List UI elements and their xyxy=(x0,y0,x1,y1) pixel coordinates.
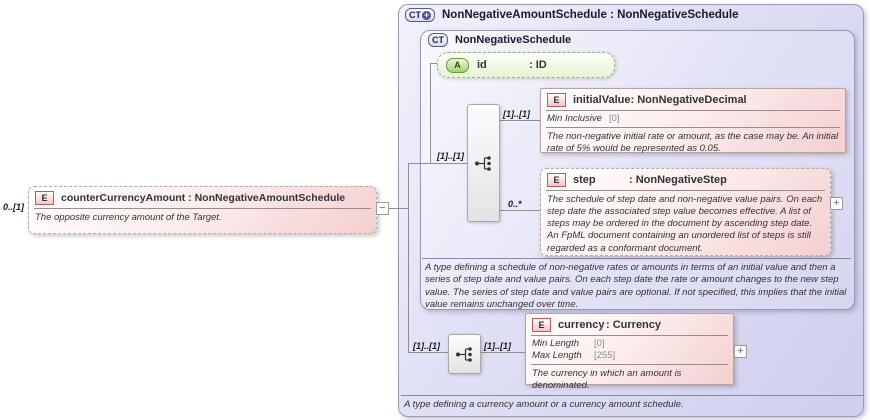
connector-line xyxy=(479,352,525,353)
facet-list: Min Inclusive[0] xyxy=(546,110,840,127)
cardinality-label: [1]..[1] xyxy=(413,341,440,351)
sequence-icon xyxy=(475,155,491,171)
element-name: initialValue xyxy=(573,94,631,106)
element-annotation: The non-negative initial rate or amount,… xyxy=(546,126,840,158)
connector-line xyxy=(389,208,409,209)
element-counter-currency-amount[interactable]: E counterCurrencyAmount : NonNegativeAmo… xyxy=(28,186,377,234)
cardinality-label: [1]..[1] xyxy=(484,341,511,351)
element-type: : NonNegativeDecimal xyxy=(630,94,747,106)
element-name: step xyxy=(573,174,596,186)
derived-type-plus-icon: + xyxy=(422,9,431,20)
cardinality-label: 0..* xyxy=(508,199,522,209)
attribute-icon: A xyxy=(446,57,469,73)
base-type-title: NonNegativeSchedule xyxy=(455,34,572,46)
connector-line xyxy=(430,63,438,64)
element-annotation: The opposite currency amount of the Targ… xyxy=(34,208,371,227)
element-annotation: The schedule of step date and non-negati… xyxy=(546,190,825,258)
element-icon: E xyxy=(35,191,54,205)
complex-type-header: CT+ NonNegativeAmountSchedule : NonNegat… xyxy=(405,8,739,22)
attribute-name: id xyxy=(477,59,487,71)
element-currency[interactable]: E currency: Currency Min Length[0] Max L… xyxy=(525,313,734,391)
sequence-compositor[interactable] xyxy=(448,334,481,374)
base-type-header: CT NonNegativeSchedule xyxy=(428,33,571,47)
sequence-icon xyxy=(456,346,472,362)
element-icon: E xyxy=(532,318,551,332)
attribute-type: : ID xyxy=(529,59,547,71)
element-name: currency xyxy=(558,319,605,331)
base-type-icon: CT xyxy=(428,33,448,47)
cardinality-label: [1]..[1] xyxy=(503,109,530,119)
cardinality-label: 0..[1] xyxy=(3,202,25,212)
cardinality-label: [1]..[1] xyxy=(437,151,464,161)
sequence-compositor[interactable] xyxy=(467,104,500,222)
attribute-id[interactable]: A id : ID xyxy=(437,52,615,78)
base-type-annotation: A type defining a schedule of non-negati… xyxy=(422,258,851,311)
complex-type-icon: CT+ xyxy=(405,8,435,22)
element-initial-value[interactable]: E initialValue: NonNegativeDecimal Min I… xyxy=(540,88,846,154)
element-icon: E xyxy=(547,173,566,187)
element-icon: E xyxy=(547,93,566,107)
connector-line xyxy=(498,120,540,121)
element-title: counterCurrencyAmount : NonNegativeAmoun… xyxy=(61,192,346,204)
connector-line xyxy=(498,210,540,211)
connector-line xyxy=(408,352,448,353)
connector-line xyxy=(408,163,409,353)
expand-toggle[interactable]: + xyxy=(734,345,747,358)
facet-list: Min Length[0] Max Length[255] xyxy=(531,335,728,364)
complex-type-annotation: A type defining a currency amount or a c… xyxy=(401,395,863,411)
collapse-toggle[interactable]: − xyxy=(376,202,389,215)
connector-line xyxy=(408,163,468,164)
element-annotation: The currency in which an amount is denom… xyxy=(531,363,728,395)
element-type: : NonNegativeStep xyxy=(629,174,727,186)
connector-line xyxy=(430,63,431,163)
expand-toggle[interactable]: + xyxy=(830,197,843,210)
element-step[interactable]: E step : NonNegativeStep The schedule of … xyxy=(540,168,831,256)
complex-type-title: NonNegativeAmountSchedule : NonNegativeS… xyxy=(442,9,739,21)
element-type: : Currency xyxy=(606,319,662,331)
